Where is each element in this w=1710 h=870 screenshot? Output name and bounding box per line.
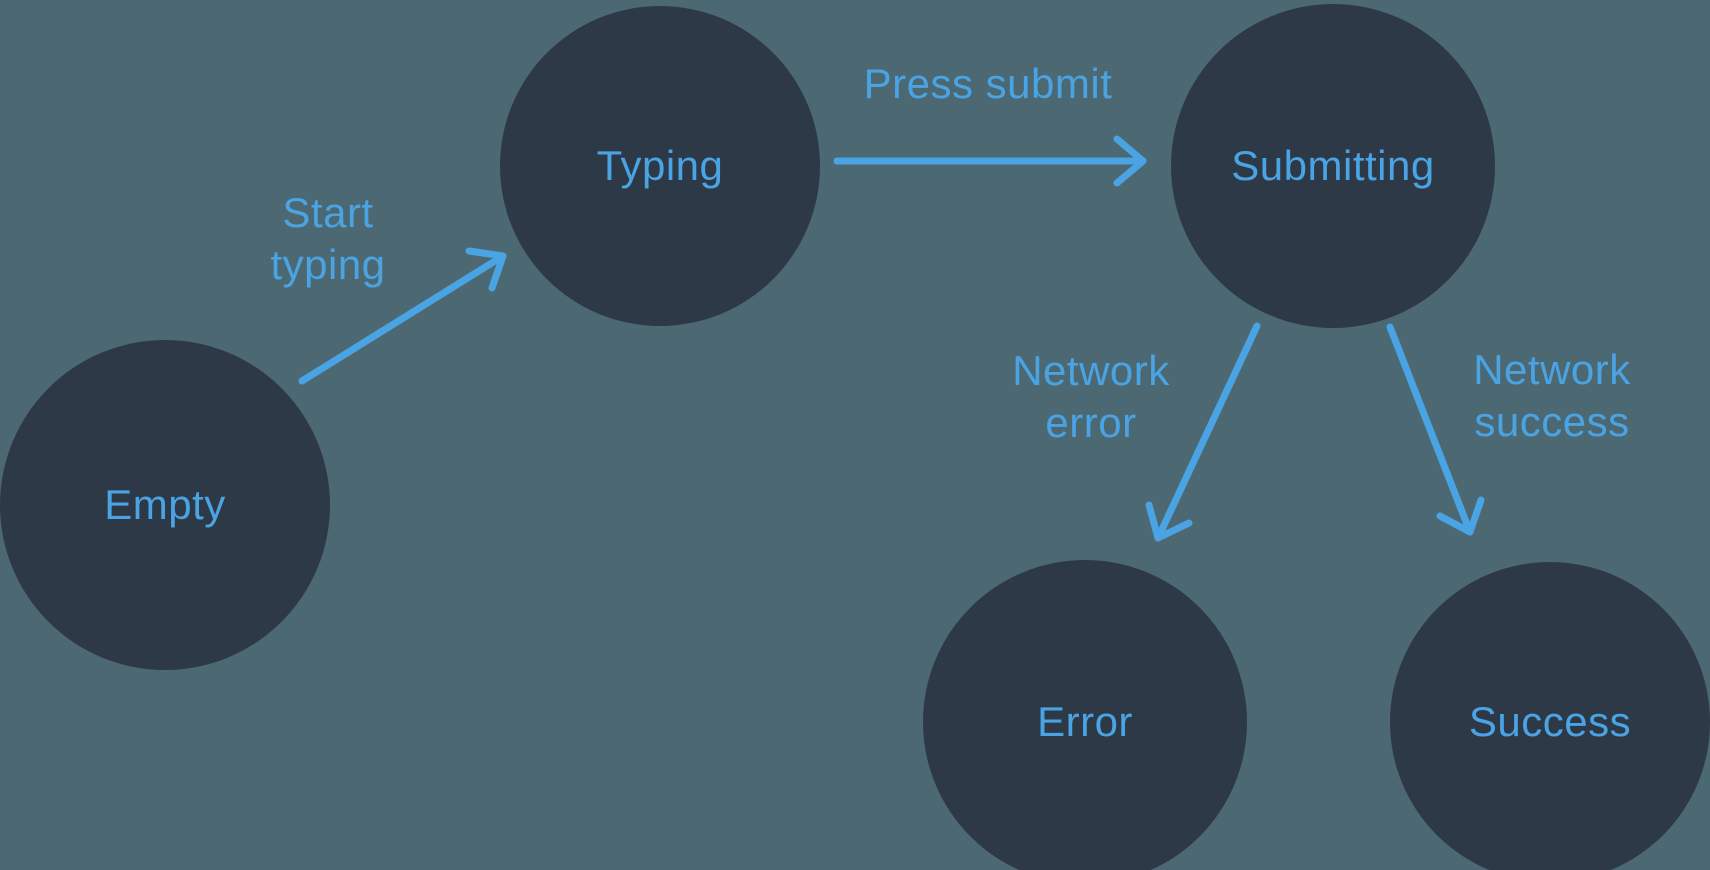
state-node-typing: Typing	[500, 6, 820, 326]
arrow-press-submit-head-icon	[1113, 135, 1147, 187]
state-node-error: Error	[923, 560, 1247, 870]
state-label-success: Success	[1468, 698, 1632, 745]
state-label-empty: Empty	[104, 481, 226, 528]
arrow-network-success	[1386, 323, 1485, 536]
arrow-network-success-line	[1386, 323, 1474, 536]
state-label-typing: Typing	[596, 142, 724, 189]
state-node-submitting: Submitting	[1171, 4, 1495, 328]
state-label-submitting: Submitting	[1231, 142, 1435, 189]
arrow-network-error-line	[1154, 322, 1261, 542]
arrow-press-submit	[833, 135, 1147, 187]
arrow-start-typing-line	[298, 252, 507, 385]
state-label-error: Error	[1037, 698, 1133, 745]
arrow-start-typing	[298, 247, 507, 385]
transition-label-network-success: Network success	[1473, 346, 1631, 445]
transition-label-network-error: Network error	[1012, 347, 1170, 446]
arrow-network-error	[1145, 322, 1261, 542]
transition-label-start-typing: Start typing	[270, 189, 386, 288]
transition-label-press-submit: Press submit	[863, 60, 1113, 107]
arrow-start-typing-head-icon	[465, 247, 507, 292]
state-node-empty: Empty	[0, 340, 330, 670]
arrow-network-success-head-icon	[1436, 496, 1485, 536]
arrow-network-error-head-icon	[1145, 501, 1193, 542]
state-node-success: Success	[1390, 562, 1710, 870]
